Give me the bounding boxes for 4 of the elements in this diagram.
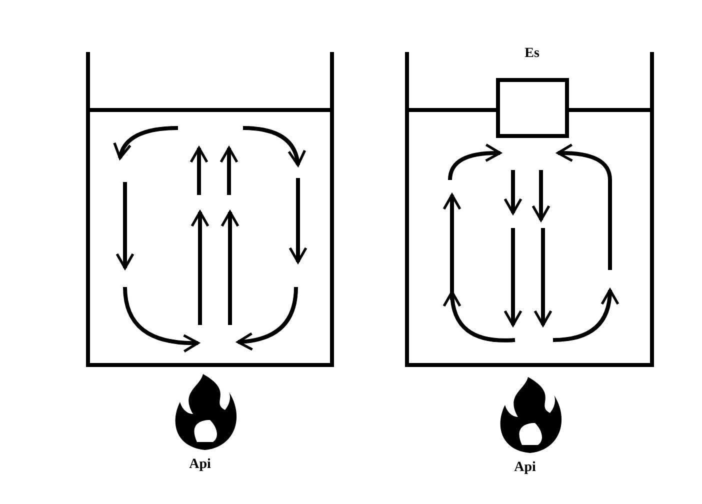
heat-label: Api — [514, 460, 536, 476]
box — [496, 78, 569, 138]
heat-label: Api — [189, 457, 211, 473]
box-label: Es — [524, 46, 540, 62]
